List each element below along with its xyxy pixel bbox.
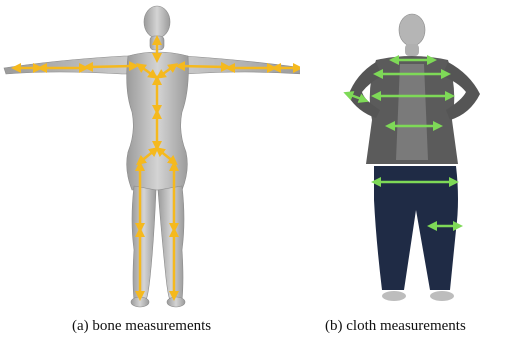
caption-bone-measurements: (a) bone measurements <box>72 318 211 335</box>
clothed-person <box>348 14 480 301</box>
panel-bone-measurements <box>0 0 300 339</box>
caption-cloth-measurements: (b) cloth measurements <box>325 318 466 335</box>
body-mesh <box>4 6 300 307</box>
arrow-right-upper-arm <box>180 66 226 67</box>
cloth-measurement-figure <box>300 0 508 315</box>
bone-measurement-figure <box>0 0 300 315</box>
panel-cloth-measurements <box>300 0 508 339</box>
arrow-left-upper-arm <box>88 66 134 67</box>
